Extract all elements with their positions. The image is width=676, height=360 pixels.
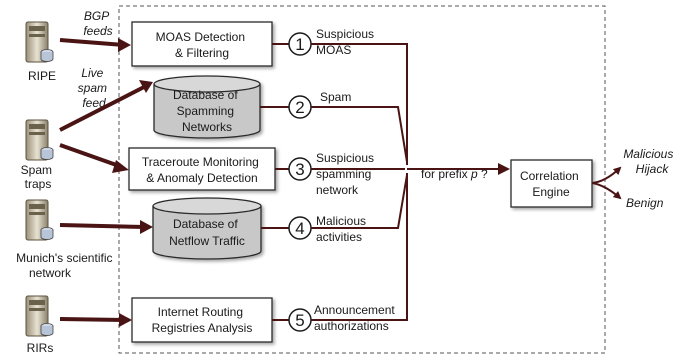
arrow-spam-to-spamdb: [59, 84, 147, 132]
source-label-rirs: RIRs: [27, 341, 54, 355]
svg-text:2: 2: [295, 98, 304, 117]
arrowhead-ripe: [118, 38, 131, 52]
wire-out-1: [311, 43, 408, 165]
server-icon-ripe: [25, 21, 54, 63]
netflow-traffic-label: Database of Netflow Traffic: [169, 217, 245, 248]
prefix-label: for prefix p ?: [421, 167, 488, 181]
result-benign: Benign: [626, 196, 664, 210]
svg-text:1: 1: [295, 35, 304, 54]
step-circle-5: 5: [288, 308, 312, 332]
source-label-spam-traps: Spam traps: [21, 163, 56, 191]
traceroute-monitoring-box: [128, 147, 276, 191]
source-label-ripe: RIPE: [28, 69, 56, 83]
step-circle-4: 4: [288, 216, 312, 240]
server-icon-rirs: [25, 295, 54, 337]
svg-text:4: 4: [295, 219, 304, 238]
output-label-2: Spam: [320, 90, 351, 104]
spamming-networks-label: Database of Spamming Networks: [173, 88, 241, 134]
arrowhead-traceroute: [112, 160, 129, 173]
arrow-to-benign: [591, 182, 622, 200]
netflow-traffic-db: [152, 197, 262, 260]
svg-text:5: 5: [295, 311, 304, 330]
result-malicious-hijack: Malicious Hijack: [623, 147, 676, 176]
arrow-rirs-to-irr: [59, 317, 125, 322]
wire-out-4: [311, 174, 408, 229]
arrowhead-engine: [498, 163, 510, 175]
step-circle-3: 3: [288, 157, 312, 181]
live-spam-feed-label: Live spam feed: [78, 66, 111, 110]
irr-analysis-label: Internet Routing Registries Analysis: [152, 305, 253, 335]
arrow-munich-to-netflow: [59, 223, 146, 229]
arrow-ripe-to-moas: [59, 38, 125, 47]
bgp-feeds-label: BGP feeds: [83, 9, 112, 38]
step-circle-2: 2: [288, 95, 312, 119]
correlation-engine-box: [510, 159, 593, 208]
svg-text:3: 3: [295, 160, 304, 179]
server-icon-spam-traps: [25, 119, 54, 161]
arrowhead-spam-db: [139, 80, 153, 93]
output-label-3: Suspicious spamming network: [316, 151, 377, 197]
server-icon-munich: [25, 199, 54, 241]
arrow-spam-to-traceroute: [59, 143, 123, 169]
correlation-engine-label: Correlation Engine: [520, 169, 582, 199]
arrow-to-malicious: [591, 166, 622, 184]
moas-detection-label: MOAS Detection & Filtering: [156, 30, 249, 60]
source-label-munich: Munich's scientific network: [16, 251, 116, 280]
spamming-networks-db: [153, 75, 261, 139]
step-circle-1: 1: [288, 32, 312, 56]
output-label-5: Announcement authorizations: [314, 303, 398, 333]
output-label-1: Suspicious MOAS: [316, 27, 377, 57]
arrowhead-netflow: [140, 220, 153, 234]
wire-out-5: [311, 173, 408, 321]
traceroute-monitoring-label: Traceroute Monitoring & Anomaly Detectio…: [142, 155, 262, 185]
arrowhead-irr: [119, 313, 132, 327]
wire-out-2: [311, 106, 408, 163]
output-label-4: Malicious activities: [316, 214, 369, 244]
